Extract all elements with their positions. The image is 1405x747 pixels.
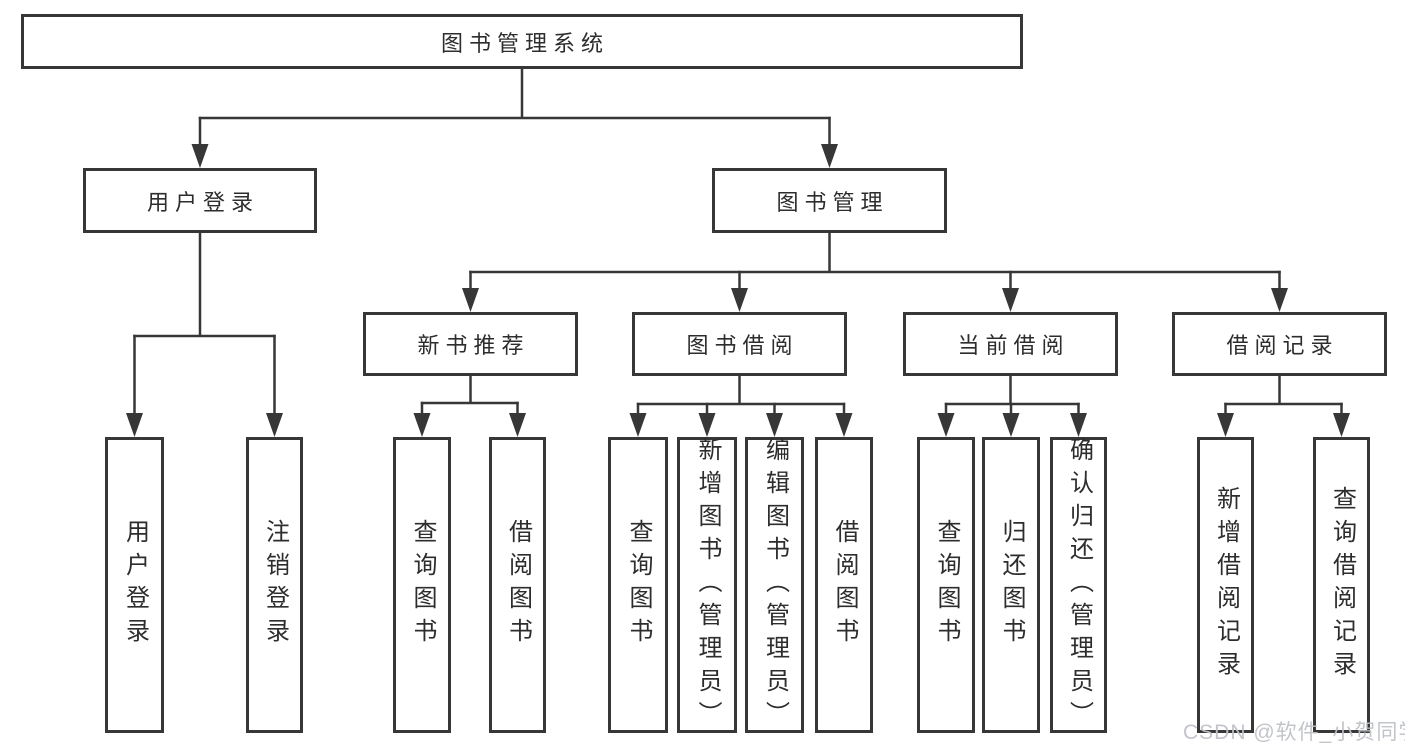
node-book-borrow: 图书借阅 xyxy=(632,312,847,376)
leaf-borrow-books: 借阅图书 xyxy=(815,437,873,733)
leaf-return-books: 归还图书 xyxy=(982,437,1040,733)
leaf-query-books-current: 查询图书 xyxy=(917,437,975,733)
node-label: 新增借阅记录 xyxy=(1212,486,1240,684)
node-label: 确认归还（管理员） xyxy=(1065,436,1093,734)
leaf-query-books-recommend: 查询图书 xyxy=(393,437,451,733)
node-label: 当前借阅 xyxy=(957,333,1070,358)
node-label: 借阅图书 xyxy=(504,519,532,651)
node-label: 查询图书 xyxy=(625,519,652,651)
node-label: 图书借阅 xyxy=(686,333,799,358)
node-new-book-recommend: 新书推荐 xyxy=(363,312,578,376)
leaf-add-borrow-record: 新增借阅记录 xyxy=(1197,437,1254,733)
node-library-management-system: 图书管理系统 xyxy=(21,14,1023,69)
connector-book-borrow-children xyxy=(629,376,853,437)
node-book-management: 图书管理 xyxy=(712,168,947,233)
node-label: 注销登录 xyxy=(261,519,289,651)
node-label: 图书管理 xyxy=(776,189,889,215)
node-label: 归还图书 xyxy=(998,519,1025,651)
node-label: 查询图书 xyxy=(409,519,436,651)
connector-user-login-children xyxy=(126,233,283,437)
node-label: 新增图书（管理员） xyxy=(694,436,721,734)
leaf-confirm-return-admin: 确认归还（管理员） xyxy=(1050,436,1107,734)
node-label: 用户登录 xyxy=(121,519,149,651)
node-label: 图书管理系统 xyxy=(440,30,609,56)
leaf-add-books-admin: 新增图书（管理员） xyxy=(677,436,737,734)
leaf-logout: 注销登录 xyxy=(246,437,303,733)
node-label: 查询图书 xyxy=(933,519,960,651)
connector-new-book-recommend-children xyxy=(413,376,526,437)
node-label: 新书推荐 xyxy=(417,333,530,358)
node-current-borrow: 当前借阅 xyxy=(903,312,1118,376)
node-borrow-records: 借阅记录 xyxy=(1172,312,1387,376)
leaf-edit-books-admin: 编辑图书（管理员） xyxy=(745,436,804,734)
node-label: 借阅记录 xyxy=(1226,333,1339,358)
node-label: 用户登录 xyxy=(146,189,259,215)
connector-current-borrow-children xyxy=(937,376,1087,437)
leaf-user-login: 用户登录 xyxy=(105,437,164,733)
leaf-query-books-borrow: 查询图书 xyxy=(608,437,668,733)
connector-borrow-records-children xyxy=(1217,376,1350,437)
connector-book-management-children xyxy=(462,233,1288,312)
csdn-watermark: CSDN @软件_小贺同学 xyxy=(1183,721,1405,744)
leaf-borrow-books-recommend: 借阅图书 xyxy=(489,437,546,733)
node-label: 查询借阅记录 xyxy=(1328,486,1356,684)
leaf-query-borrow-record: 查询借阅记录 xyxy=(1313,437,1370,733)
node-label: 编辑图书（管理员） xyxy=(761,436,789,734)
node-user-login: 用户登录 xyxy=(83,168,317,233)
node-label: 借阅图书 xyxy=(831,519,858,651)
connector-root-to-level1 xyxy=(191,69,838,168)
